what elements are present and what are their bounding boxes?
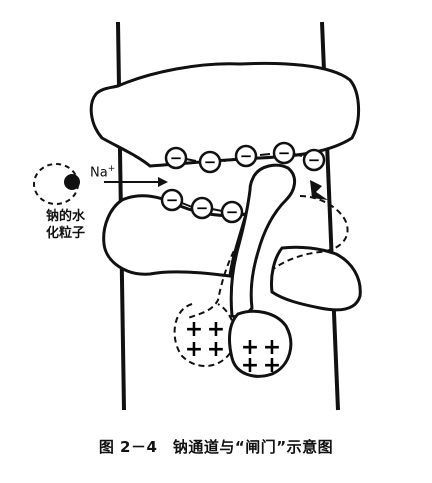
lower-negative-charges: − − − xyxy=(160,188,244,224)
svg-text:−: − xyxy=(240,147,253,165)
negative-charge: − xyxy=(198,150,222,174)
negative-charge: − xyxy=(234,144,258,168)
positive-charges-closed-gate: + + + + xyxy=(185,317,225,362)
svg-text:+: + xyxy=(207,337,225,362)
lower-protein-right xyxy=(270,245,362,312)
gate-swing-arrow xyxy=(310,180,328,200)
svg-text:−: − xyxy=(166,191,179,209)
figure-caption: 图 2－4 钠通道与“闸门”示意图 xyxy=(98,438,334,456)
positive-charges-open-gate: + + + + xyxy=(241,335,281,378)
negative-charge: − xyxy=(190,196,214,220)
negative-charge: − xyxy=(220,200,244,224)
sodium-ion-label: Na+ xyxy=(90,164,116,181)
svg-text:+: + xyxy=(263,335,281,360)
svg-text:−: − xyxy=(196,199,209,217)
closed-gate-outline xyxy=(271,195,349,271)
svg-text:+: + xyxy=(185,337,203,362)
negative-charge: − xyxy=(160,188,184,212)
closed-gate-ball-outline xyxy=(173,303,237,368)
negative-charge: − xyxy=(272,141,296,165)
svg-text:+: + xyxy=(241,335,259,360)
svg-text:+: + xyxy=(207,317,225,342)
svg-text:−: − xyxy=(226,203,239,221)
hydrated-sodium-particle xyxy=(33,163,80,205)
closed-gate-stalk-outline xyxy=(187,225,251,319)
upper-negative-charges: − − − − − xyxy=(164,141,326,174)
svg-text:−: − xyxy=(308,151,321,169)
negative-charge: − xyxy=(164,146,188,170)
svg-text:+: + xyxy=(241,353,259,378)
hydration-particle-label: 钠的水化粒子 xyxy=(46,209,86,241)
svg-text:−: − xyxy=(278,144,291,162)
svg-text:+: + xyxy=(185,317,203,342)
negative-charge: − xyxy=(302,148,326,172)
sodium-ion xyxy=(64,174,80,190)
svg-text:−: − xyxy=(170,149,183,167)
gate-stalk xyxy=(229,163,296,319)
svg-text:−: − xyxy=(204,153,217,171)
gate-ball xyxy=(228,309,293,378)
svg-text:+: + xyxy=(263,353,281,378)
